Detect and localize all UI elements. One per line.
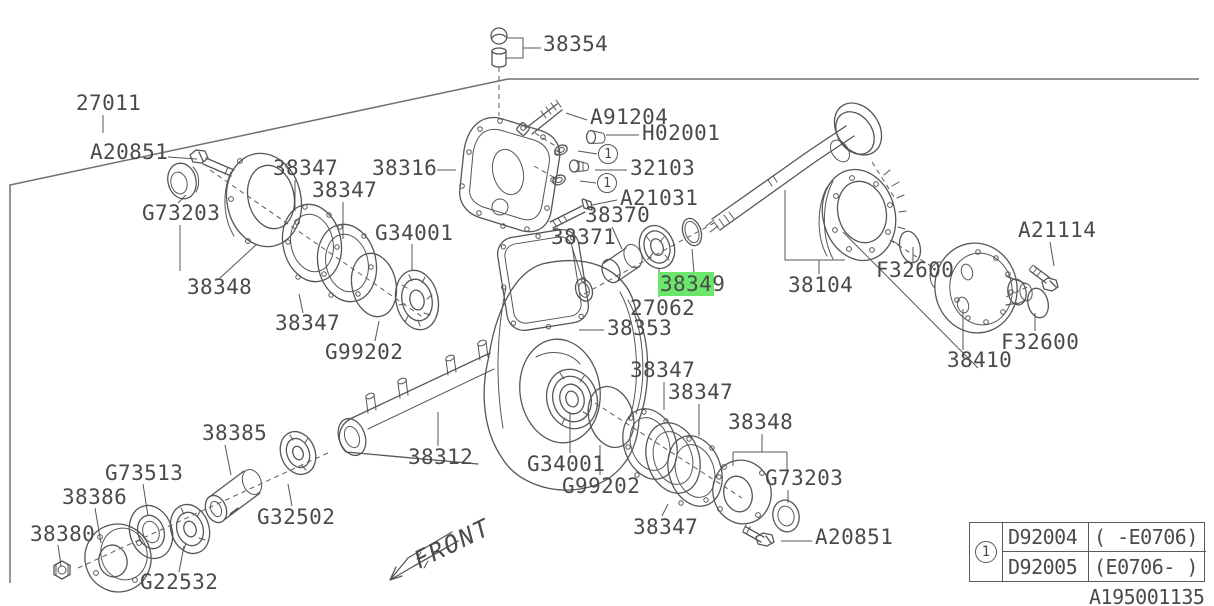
part-retainer-38348-top	[224, 152, 303, 248]
part-label-F32600[interactable]: F32600	[876, 258, 955, 282]
part-bolt-a21114	[1028, 264, 1059, 292]
part-label-38347[interactable]: 38347	[273, 156, 339, 180]
diagram-frame	[9, 78, 1199, 583]
part-shim-g99202-left	[350, 252, 398, 318]
callout-1-table: 1	[975, 541, 997, 563]
part-label-G34001[interactable]: G34001	[527, 452, 606, 476]
part-bolt-a21031	[549, 198, 593, 229]
part-label-A20851[interactable]: A20851	[815, 525, 894, 549]
part-cover-38316	[459, 116, 561, 233]
part-label-38349[interactable]: 38349	[658, 272, 726, 296]
assembly-axes	[77, 67, 1028, 569]
part-label-G99202[interactable]: G99202	[562, 474, 641, 498]
front-arrow: FRONT	[389, 513, 496, 581]
part-label-A21114[interactable]: A21114	[1018, 218, 1097, 242]
part-label-G73513[interactable]: G73513	[105, 461, 184, 485]
reference-table: 1 D92004 ( -E0706) D92005 (E0706- )	[969, 522, 1206, 582]
part-bearing-g32502	[279, 430, 317, 476]
part-label-38385[interactable]: 38385	[202, 421, 268, 445]
part-spacer-38370	[601, 243, 643, 284]
part-bearing-g34001-bottom	[545, 368, 599, 430]
part-spacer-38385	[204, 468, 263, 524]
part-ring-gear-38104	[818, 168, 907, 262]
part-label-G73203[interactable]: G73203	[142, 201, 221, 225]
part-bolt-a20851-bottom	[742, 524, 775, 547]
part-bearing-27062	[638, 224, 676, 270]
part-gaskets-38347-top	[281, 203, 378, 303]
table-marker-cell: 1	[970, 523, 1003, 581]
part-label-27062[interactable]: 27062	[630, 296, 696, 320]
part-shim-f32600-a	[898, 230, 922, 264]
part-washers-d92004	[552, 144, 568, 186]
table-applicability-2: (E0706- )	[1094, 554, 1198, 579]
part-gasket-38353	[496, 228, 590, 332]
front-label: FRONT	[409, 513, 495, 574]
part-bolt-a91204	[516, 99, 563, 136]
part-label-38348[interactable]: 38348	[187, 275, 253, 299]
part-bearing-g34001-left	[394, 269, 440, 331]
part-plug-h02001	[585, 129, 606, 145]
part-label-38347[interactable]: 38347	[312, 178, 378, 202]
table-part-1: D92004	[1003, 523, 1089, 552]
part-label-38347[interactable]: 38347	[630, 358, 696, 382]
part-label-38370[interactable]: 38370	[585, 203, 651, 227]
part-label-G73203[interactable]: G73203	[765, 466, 844, 490]
part-shim-f32600-b	[1026, 287, 1050, 319]
part-seal-g73203-top	[167, 162, 200, 200]
part-label-38386[interactable]: 38386	[62, 485, 128, 509]
part-label-H02001[interactable]: H02001	[642, 121, 721, 145]
part-label-G34001[interactable]: G34001	[375, 221, 454, 245]
part-label-38380[interactable]: 38380	[30, 522, 96, 546]
part-label-38371[interactable]: 38371	[551, 225, 617, 249]
part-diff-case-38410	[929, 242, 1033, 334]
table-part-2: D92005	[1003, 552, 1089, 581]
part-label-27011[interactable]: 27011	[76, 91, 142, 115]
part-label-38104[interactable]: 38104	[788, 273, 854, 297]
part-retainer-38348-bottom	[712, 459, 772, 525]
part-label-38312[interactable]: 38312	[408, 445, 474, 469]
part-label-A20851[interactable]: A20851	[90, 140, 169, 164]
part-flange-38386	[84, 523, 152, 593]
part-housing-38312	[337, 259, 649, 491]
table-applicability-1: ( -E0706)	[1089, 523, 1206, 552]
part-gaskets-38347-bottom	[622, 408, 723, 507]
part-snap-ring-38349	[681, 217, 703, 247]
part-label-G99202[interactable]: G99202	[325, 340, 404, 364]
part-label-32103[interactable]: 32103	[630, 156, 696, 180]
part-label-38410[interactable]: 38410	[947, 348, 1013, 372]
table-marker-number: 1	[981, 544, 991, 560]
part-pinion-shaft	[705, 102, 883, 233]
part-label-G22532[interactable]: G22532	[140, 570, 219, 594]
callout-1-marker-1: 1	[598, 144, 618, 164]
part-breather-38354	[490, 27, 508, 68]
part-bearing-g22532	[169, 503, 211, 555]
part-label-38347[interactable]: 38347	[668, 380, 734, 404]
part-label-38316[interactable]: 38316	[372, 156, 438, 180]
part-label-38347[interactable]: 38347	[633, 515, 699, 539]
leader-lines	[57, 37, 1055, 573]
part-label-G32502[interactable]: G32502	[257, 505, 336, 529]
callout-1-marker-2: 1	[597, 173, 617, 193]
part-label-38354[interactable]: 38354	[543, 32, 609, 56]
diagram-code: A195001135	[1089, 585, 1205, 606]
part-shim-g99202-bottom	[587, 385, 635, 449]
part-label-38353[interactable]: 38353	[607, 316, 673, 340]
part-label-38348[interactable]: 38348	[728, 410, 794, 434]
part-plug-32103	[568, 159, 590, 173]
part-nut-38380	[53, 560, 71, 580]
part-seal-g73203-bottom	[772, 499, 800, 533]
part-label-F32600[interactable]: F32600	[1001, 330, 1080, 354]
part-label-38347[interactable]: 38347	[275, 311, 341, 335]
part-label-A21031[interactable]: A21031	[620, 186, 699, 210]
part-label-A91204[interactable]: A91204	[590, 105, 669, 129]
